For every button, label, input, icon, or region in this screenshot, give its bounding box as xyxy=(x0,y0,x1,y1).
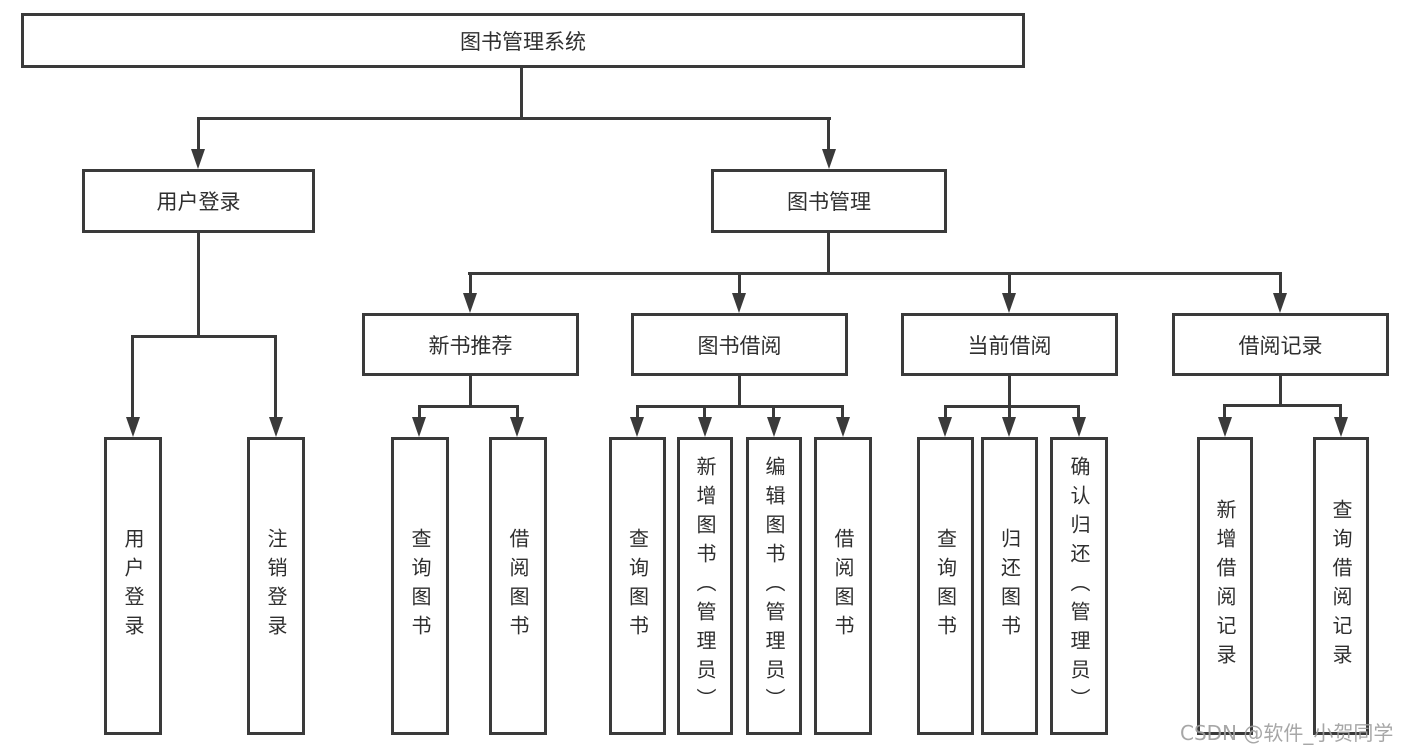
arrowhead-down-icon xyxy=(269,417,283,437)
connector-book-mgmt-stem xyxy=(827,117,830,151)
leaf-return-books: 归还图书 xyxy=(981,437,1038,735)
connector-leaf-stem xyxy=(1008,405,1011,419)
arrowhead-down-icon xyxy=(630,417,644,437)
connector-level3-stem xyxy=(1279,272,1282,295)
connector-leaf-stem xyxy=(1223,404,1226,419)
connector-leaf-stem xyxy=(516,405,519,419)
arrowhead-down-icon xyxy=(510,417,524,437)
node-book-management: 图书管理 xyxy=(711,169,947,233)
arrowhead-down-icon xyxy=(463,293,477,313)
leaf-query-books-borrow: 查询图书 xyxy=(609,437,666,735)
node-book-borrow: 图书借阅 xyxy=(631,313,848,376)
arrowhead-down-icon xyxy=(1218,417,1232,437)
arrowhead-down-icon xyxy=(822,149,836,169)
arrowhead-down-icon xyxy=(412,417,426,437)
connector-leaf-stem xyxy=(418,405,421,419)
arrowhead-down-icon xyxy=(1334,417,1348,437)
connector-leaf-stem xyxy=(1077,405,1080,419)
connector-root-stem xyxy=(520,68,523,118)
node-library-system: 图书管理系统 xyxy=(21,13,1025,68)
connector-leaf-stem xyxy=(1339,404,1342,419)
connector-leaf-stem xyxy=(274,335,277,419)
arrowhead-down-icon xyxy=(1273,293,1287,313)
node-new-book-recommend: 新书推荐 xyxy=(362,313,579,376)
connector-group-stem xyxy=(1279,376,1282,407)
connector-group-stem xyxy=(469,376,472,408)
arrowhead-down-icon xyxy=(1002,417,1016,437)
connector-level3-stem xyxy=(738,272,741,295)
connector-group-hbar xyxy=(944,405,1080,408)
connector-level3-hbar xyxy=(468,272,1281,275)
connector-group-stem xyxy=(1008,376,1011,408)
connector-group-hbar xyxy=(418,405,519,408)
leaf-add-books-admin: 新增图书（管理员） xyxy=(677,437,733,735)
arrowhead-down-icon xyxy=(938,417,952,437)
arrowhead-down-icon xyxy=(1072,417,1086,437)
leaf-query-books-recommend: 查询图书 xyxy=(391,437,449,735)
connector-leaf-stem xyxy=(944,405,947,419)
connector-leaf-stem xyxy=(131,335,134,419)
leaf-borrow-books-recommend: 借阅图书 xyxy=(489,437,547,735)
connector-book-mgmt-down xyxy=(827,233,830,272)
connector-leaf-stem xyxy=(636,405,639,419)
arrowhead-down-icon xyxy=(836,417,850,437)
connector-root-hbar xyxy=(197,117,831,120)
connector-user-login-down xyxy=(197,233,200,335)
arrowhead-down-icon xyxy=(698,417,712,437)
connector-user-login-hbar xyxy=(131,335,277,338)
arrowhead-down-icon xyxy=(767,417,781,437)
arrowhead-down-icon xyxy=(732,293,746,313)
connector-leaf-stem xyxy=(703,405,706,419)
connector-group-hbar xyxy=(636,405,844,408)
connector-level3-stem xyxy=(1008,272,1011,295)
leaf-user-login: 用户登录 xyxy=(104,437,162,735)
connector-user-login-stem xyxy=(197,117,200,151)
connector-level3-stem xyxy=(469,272,472,295)
leaf-edit-books-admin: 编辑图书（管理员） xyxy=(746,437,802,735)
csdn-watermark: CSDN @软件_小贺同学 xyxy=(1180,721,1394,745)
leaf-add-borrow-record: 新增借阅记录 xyxy=(1197,437,1253,735)
connector-leaf-stem xyxy=(772,405,775,419)
leaf-logout: 注销登录 xyxy=(247,437,305,735)
arrowhead-down-icon xyxy=(191,149,205,169)
leaf-query-borrow-record: 查询借阅记录 xyxy=(1313,437,1369,735)
node-borrow-records: 借阅记录 xyxy=(1172,313,1389,376)
connector-group-hbar xyxy=(1223,404,1342,407)
connector-group-stem xyxy=(738,376,741,408)
arrowhead-down-icon xyxy=(126,417,140,437)
leaf-query-books-current: 查询图书 xyxy=(917,437,974,735)
node-user-login: 用户登录 xyxy=(82,169,315,233)
leaf-borrow-books: 借阅图书 xyxy=(814,437,872,735)
arrowhead-down-icon xyxy=(1002,293,1016,313)
connector-leaf-stem xyxy=(841,405,844,419)
leaf-confirm-return-admin: 确认归还（管理员） xyxy=(1050,437,1108,735)
node-current-borrow: 当前借阅 xyxy=(901,313,1118,376)
